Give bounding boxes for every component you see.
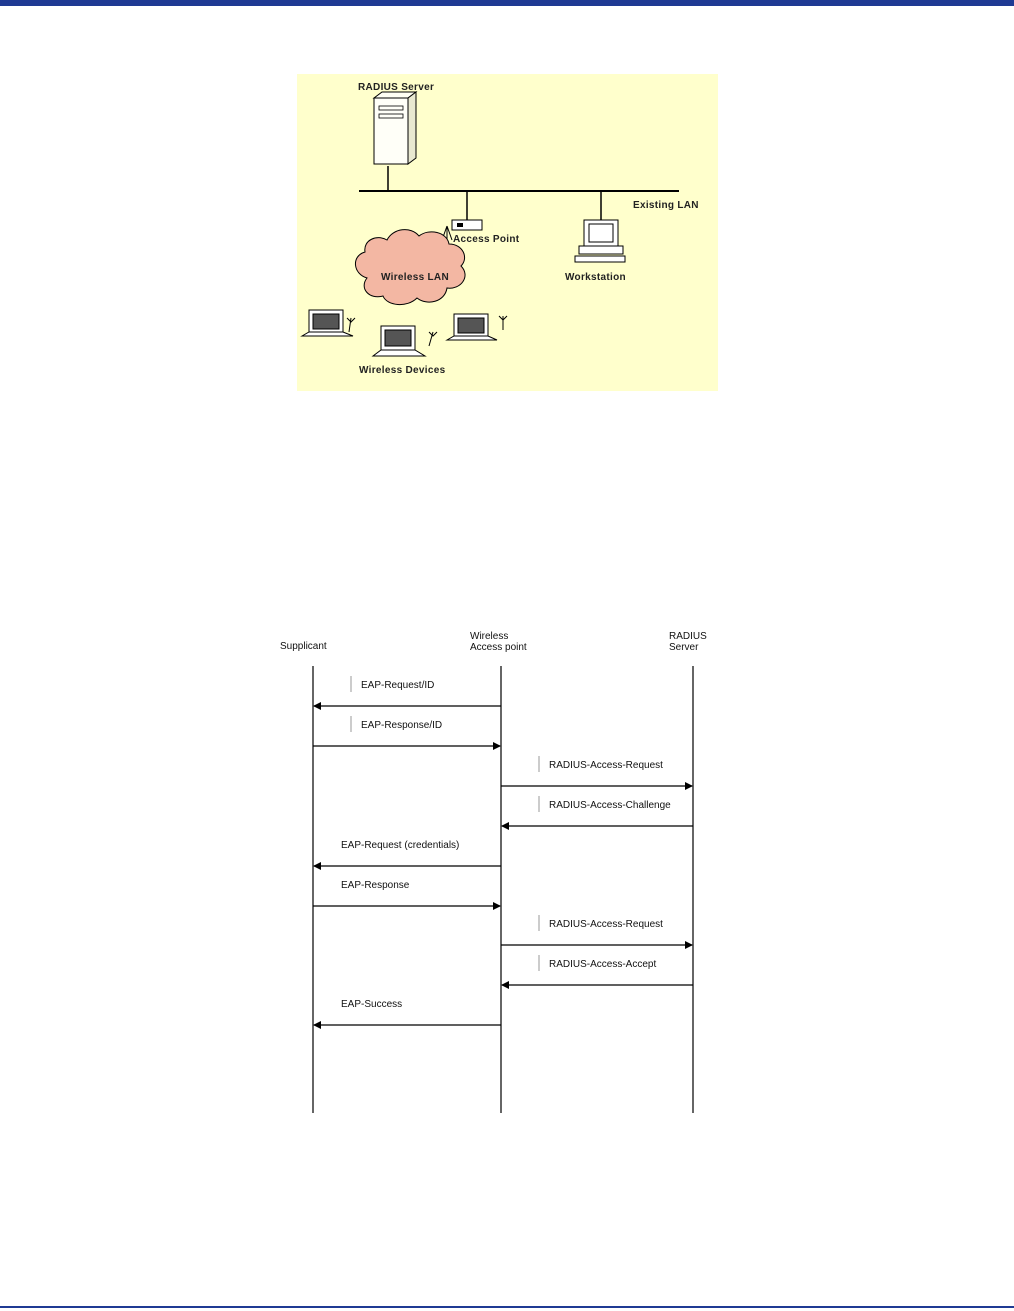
message-label: EAP-Request (credentials)	[341, 840, 459, 851]
message-label: RADIUS-Access-Request	[549, 760, 663, 771]
message-label: RADIUS-Access-Accept	[549, 959, 656, 970]
message-label: EAP-Response	[341, 880, 409, 891]
message-label: EAP-Request/ID	[361, 680, 434, 691]
message-label: RADIUS-Access-Challenge	[549, 800, 671, 811]
footer-rule	[0, 1306, 1014, 1308]
message-label: EAP-Success	[341, 999, 402, 1010]
message-label: EAP-Response/ID	[361, 720, 442, 731]
message-label: RADIUS-Access-Request	[549, 919, 663, 930]
